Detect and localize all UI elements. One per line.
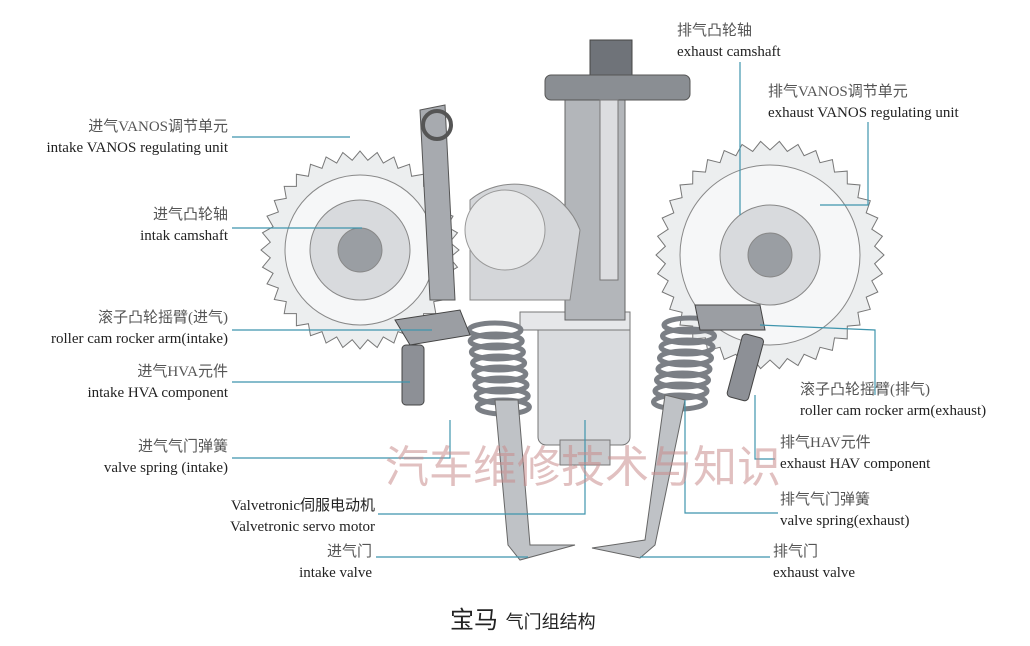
camshaft-bore <box>747 232 793 278</box>
label-exhaust-camshaft: 排气凸轮轴 exhaust camshaft <box>677 21 781 63</box>
spring-coil <box>657 348 714 368</box>
label-zh: 排气凸轮轴 <box>677 23 753 39</box>
label-en: exhaust HAV component <box>780 456 931 472</box>
label-zh: 进气门 <box>326 544 372 560</box>
label-zh: 排气HAV元件 <box>780 435 871 451</box>
spring-coil <box>654 370 711 390</box>
label-intake-vanos: 进气VANOS调节单元 intake VANOS regulating unit <box>46 117 228 159</box>
label-en: roller cam rocker arm(intake) <box>51 331 228 347</box>
label-en: valve spring (intake) <box>103 460 228 476</box>
label-zh: 进气凸轮轴 <box>152 207 228 223</box>
label-en: exhaust camshaft <box>677 44 781 60</box>
label-en: intake HVA component <box>87 385 228 401</box>
label-zh: 滚子凸轮摇臂(进气) <box>98 310 228 326</box>
sensor-bracket <box>544 74 691 101</box>
label-zh: 进气HVA元件 <box>137 364 228 380</box>
label-intake-hva: 进气HVA元件 intake HVA component <box>87 362 228 404</box>
label-exhaust-valve: 排气门 exhaust valve <box>773 542 855 584</box>
label-spring-intake: 进气气门弹簧 valve spring (intake) <box>104 437 228 479</box>
watermark: 汽车维修技术与知识 <box>385 442 781 493</box>
label-en: intake valve <box>299 565 372 581</box>
label-exhaust-vanos: 排气VANOS调节单元 exhaust VANOS regulating unit <box>768 82 959 124</box>
spring-coil <box>472 375 530 395</box>
label-zh: 排气VANOS调节单元 <box>768 84 908 100</box>
exhaust-hav <box>726 333 764 402</box>
label-exhaust-hav: 排气HAV元件 exhaust HAV component <box>780 433 930 475</box>
label-en: Valvetronic servo motor <box>230 519 375 535</box>
label-en: exhaust valve <box>773 565 856 581</box>
exhaust-rocker <box>694 304 766 331</box>
leader-lines <box>232 62 876 558</box>
spring-coil <box>471 364 529 384</box>
label-zh: 进气VANOS调节单元 <box>88 119 228 135</box>
label-zh: 排气门 <box>773 544 819 560</box>
eccentric-disc <box>464 189 546 271</box>
label-zh: 滚子凸轮摇臂(排气) <box>800 382 930 398</box>
exhaust-valve-spring <box>651 315 719 412</box>
spring-coil <box>468 342 526 362</box>
spring-coil <box>655 359 713 379</box>
label-intake-valve: 进气门 intake valve <box>299 542 372 584</box>
label-en: intake VANOS regulating unit <box>46 140 228 156</box>
label-servo-motor: Valvetronic伺服电动机 Valvetronic servo motor <box>230 496 375 538</box>
label-roller-exhaust: 滚子凸轮摇臂(排气) roller cam rocker arm(exhaust) <box>800 380 986 422</box>
label-zh: 排气气门弹簧 <box>780 492 871 508</box>
shaft-rod <box>599 99 619 281</box>
return-spring <box>421 109 453 141</box>
label-intake-camshaft: 进气凸轮轴 intak camshaft <box>140 205 228 247</box>
camshaft-bore <box>337 227 383 273</box>
label-en: roller cam rocker arm(exhaust) <box>800 403 987 419</box>
caption-title: 气门组结构 <box>505 612 596 633</box>
intake-rocker <box>394 309 471 346</box>
label-zh: 进气气门弹簧 <box>137 439 228 455</box>
caption-brand: 宝马 <box>450 606 498 634</box>
spring-coil <box>466 320 524 340</box>
label-en: exhaust VANOS regulating unit <box>768 105 959 121</box>
spring-coil <box>660 326 717 346</box>
label-spring-exhaust: 排气气门弹簧 valve spring(exhaust) <box>780 490 910 532</box>
spring-coil <box>470 353 528 373</box>
intermediate-lever <box>419 104 456 301</box>
spring-coil <box>658 337 716 357</box>
spring-coil <box>467 331 525 351</box>
servo-motor <box>537 314 631 446</box>
label-en: intak camshaft <box>140 228 228 244</box>
caption: 宝马 气门组结构 <box>450 600 596 635</box>
intake-valve <box>494 399 576 561</box>
label-en: valve spring(exhaust) <box>780 513 910 529</box>
label-zh: Valvetronic伺服电动机 <box>230 498 375 514</box>
intake-hva <box>401 344 425 406</box>
spring-coil <box>652 381 710 401</box>
label-roller-intake: 滚子凸轮摇臂(进气) roller cam rocker arm(intake) <box>51 308 228 350</box>
